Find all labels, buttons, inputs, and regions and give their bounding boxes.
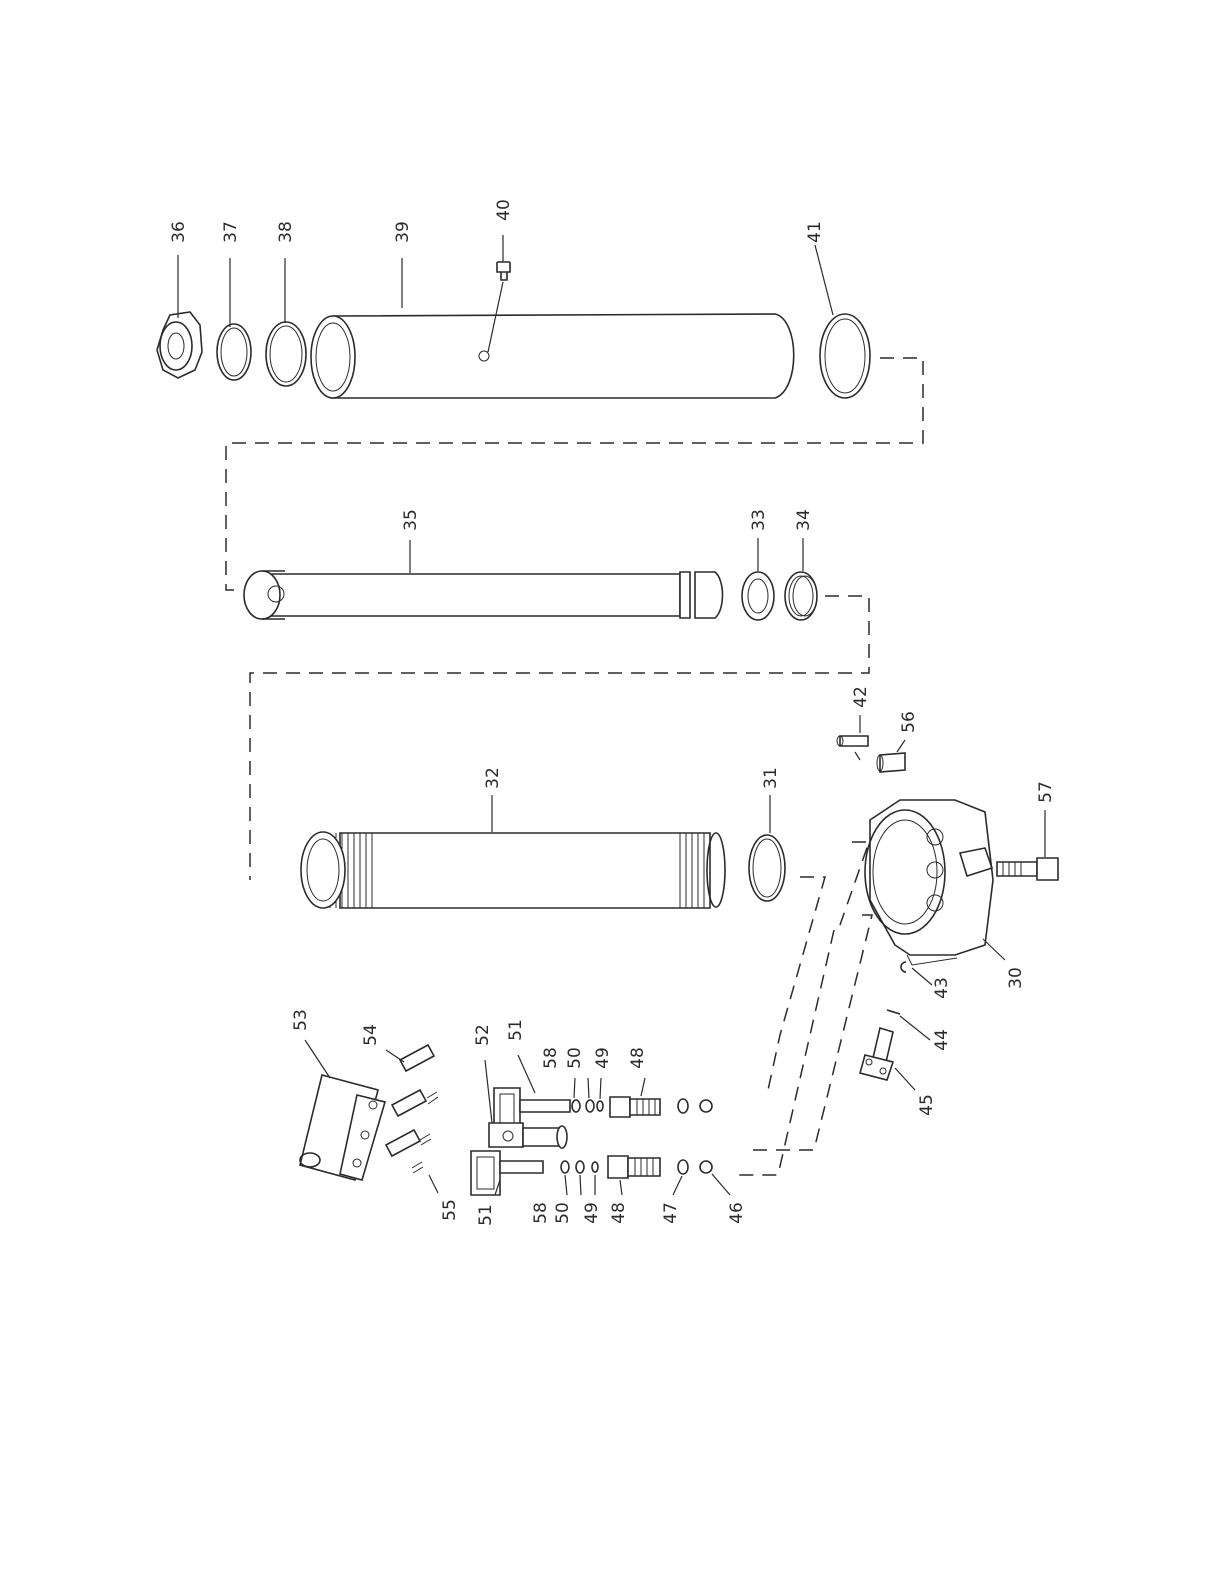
callout-36: 36 xyxy=(169,221,189,243)
part-31-ring xyxy=(749,835,785,901)
callout-45: 45 xyxy=(917,1094,937,1116)
part-52-bracket xyxy=(489,1123,567,1148)
callout-47: 47 xyxy=(661,1202,681,1224)
callout-33: 33 xyxy=(749,509,769,531)
part-32-threaded-tube xyxy=(301,832,725,908)
callout-52: 52 xyxy=(473,1024,493,1046)
callout-54: 54 xyxy=(361,1024,381,1046)
callout-57: 57 xyxy=(1036,781,1056,803)
callout-44: 44 xyxy=(932,1029,952,1051)
part-33-washer xyxy=(742,572,774,620)
valve-row-upper xyxy=(494,1088,712,1132)
part-34-seal xyxy=(785,572,817,620)
part-44-spring xyxy=(887,1010,900,1014)
part-42-pin xyxy=(837,736,868,746)
part-38-ring xyxy=(266,322,306,386)
callout-50-upper: 50 xyxy=(565,1047,585,1069)
callout-58-upper: 58 xyxy=(541,1047,561,1069)
part-53-mount-bracket xyxy=(300,1075,385,1180)
part-57-bolt xyxy=(997,858,1058,880)
callout-40: 40 xyxy=(494,199,514,221)
callout-43: 43 xyxy=(932,977,952,999)
part-37-ring xyxy=(217,324,251,380)
callout-41: 41 xyxy=(805,221,825,243)
callout-38: 38 xyxy=(276,221,296,243)
callout-58-lower: 58 xyxy=(531,1202,551,1224)
part-43-clip xyxy=(901,962,906,972)
part-45-handle-socket xyxy=(860,1028,893,1080)
callout-56: 56 xyxy=(899,711,919,733)
callout-37: 37 xyxy=(221,221,241,243)
callout-39: 39 xyxy=(393,221,413,243)
callout-55: 55 xyxy=(440,1199,460,1221)
callout-50-lower: 50 xyxy=(553,1202,573,1224)
callout-35: 35 xyxy=(401,509,421,531)
callout-49-upper: 49 xyxy=(593,1047,613,1069)
part-35-piston-rod xyxy=(244,571,723,619)
callout-51-upper: 51 xyxy=(506,1019,526,1041)
callout-42: 42 xyxy=(851,686,871,708)
callout-48-lower: 48 xyxy=(609,1202,629,1224)
callout-46: 46 xyxy=(727,1202,747,1224)
part-56-sleeve xyxy=(877,753,905,772)
callout-34: 34 xyxy=(794,509,814,531)
callout-49-lower: 49 xyxy=(582,1202,602,1224)
callout-53: 53 xyxy=(291,1009,311,1031)
callout-30: 30 xyxy=(1006,967,1026,989)
callout-48-upper: 48 xyxy=(628,1047,648,1069)
part-54-pins xyxy=(386,1045,434,1156)
callout-51-lower: 51 xyxy=(476,1204,496,1226)
callout-32: 32 xyxy=(483,767,503,789)
part-30-base-block xyxy=(865,800,993,965)
part-36-hex-nut xyxy=(157,312,202,378)
part-40-screw xyxy=(497,262,510,280)
callout-31: 31 xyxy=(761,767,781,789)
part-41-ring xyxy=(820,314,870,398)
part-39-cylinder xyxy=(311,314,794,398)
